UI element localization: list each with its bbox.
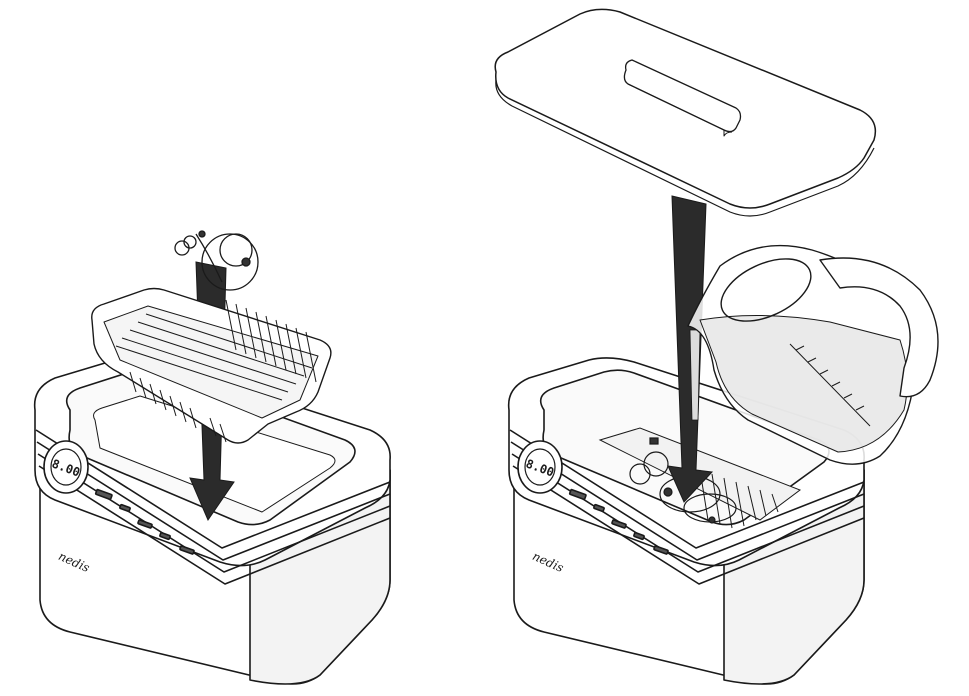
basket — [91, 287, 332, 444]
water-stream — [689, 329, 701, 421]
panel-fill-water: 8.00 nedis — [494, 8, 939, 685]
panel-insert-basket: 8.00 nedis — [33, 230, 391, 685]
lid — [494, 8, 877, 217]
jewelry-items — [174, 230, 259, 291]
measuring-pitcher — [687, 244, 939, 465]
down-arrow-icon — [667, 195, 714, 503]
